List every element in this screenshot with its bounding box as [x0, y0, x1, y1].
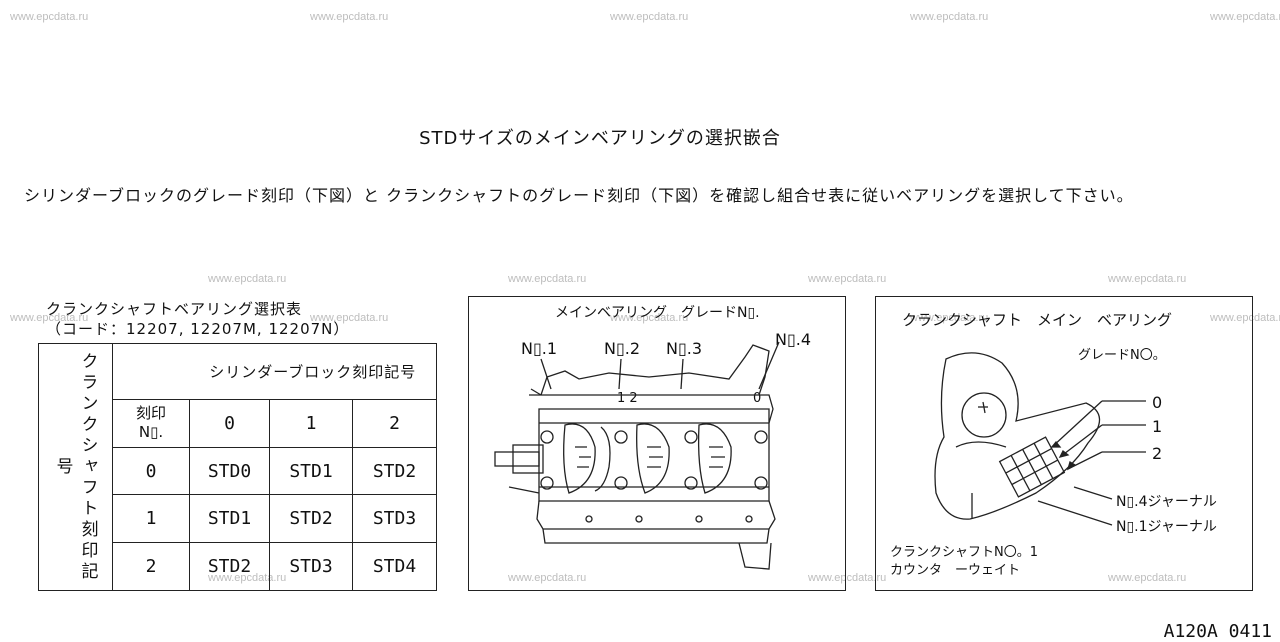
table-cell: STD3	[352, 494, 437, 544]
watermark: www.epcdata.ru	[610, 11, 689, 23]
crank-header: クランクシャフト刻印記号	[52, 351, 98, 583]
page-title: STDサイズのメインベアリングの選択嵌合	[419, 128, 781, 149]
column-header: 2	[352, 398, 437, 448]
watermark: www.epcdata.ru	[508, 572, 587, 584]
table-cell: STD2	[189, 542, 270, 591]
table-cell: STD4	[352, 542, 437, 591]
watermark: www.epcdata.ru	[208, 273, 287, 285]
watermark: www.epcdata.ru	[508, 273, 587, 285]
table-cell: STD1	[269, 446, 353, 496]
cylinder-block-drawing	[494, 341, 780, 570]
figure-code: A120A 0411	[1163, 621, 1272, 642]
watermark: www.epcdata.ru	[808, 273, 887, 285]
table-code-line: （コード：12207, 12207M, 12207N）	[46, 320, 350, 338]
table-row: 1 STD1 STD2 STD3	[39, 494, 437, 544]
bearing-selection-table: クランクシャフト刻印記号 シリンダーブロック刻印記号 刻印 N▯. 0 1 2 …	[38, 343, 437, 591]
journal-label-2: N▯.2	[604, 339, 641, 358]
watermark: www.epcdata.ru	[310, 11, 389, 23]
watermark: www.epcdata.ru	[910, 312, 989, 324]
watermark: www.epcdata.ru	[10, 11, 89, 23]
journal-label-4: N▯.4	[775, 330, 812, 349]
watermark: www.epcdata.ru	[1108, 273, 1187, 285]
watermark: www.epcdata.ru	[808, 572, 887, 584]
crankshaft-panel-title: クランクシャフト メイン ベアリング	[902, 311, 1173, 329]
table-row: 2 STD2 STD3 STD4	[39, 542, 437, 591]
journal-label-3: N▯.3	[666, 339, 703, 358]
watermark: www.epcdata.ru	[910, 11, 989, 23]
grade-1: 1	[1152, 417, 1163, 436]
grade-0: 0	[1152, 393, 1163, 412]
journal-label-1: N▯.1	[521, 339, 558, 358]
watermark: www.epcdata.ru	[10, 312, 89, 324]
table-cell: STD3	[269, 542, 353, 591]
block-panel: メインベアリング グレードN▯. N▯.1 N▯.2 N▯.3 N▯.4 1 2…	[468, 296, 846, 591]
corner-cell	[112, 343, 190, 400]
watermark: www.epcdata.ru	[1108, 572, 1187, 584]
row-mark: 2	[112, 542, 190, 591]
crankshaft-panel: クランクシャフト メイン ベアリング グレードN〇。 0 1 2 N▯.4ジャー…	[875, 296, 1253, 591]
instruction-text: シリンダーブロックのグレード刻印（下図）と クランクシャフトのグレード刻印（下図…	[24, 186, 1134, 205]
row-mark: 0	[112, 446, 190, 496]
table-cell: STD0	[189, 446, 270, 496]
table-cell: STD1	[189, 494, 270, 544]
counterweight-label-2: カウンタ ーウェイト	[890, 563, 1021, 578]
block-panel-title: メインベアリング グレードN▯.	[555, 305, 760, 321]
table-title: クランクシャフトベアリング選択表	[46, 300, 303, 318]
table-cell: STD2	[352, 446, 437, 496]
journal-4-label: N▯.4ジャーナル	[1116, 494, 1217, 510]
grade-label: グレードN〇。	[1078, 348, 1166, 363]
counterweight-label-1: クランクシャフトN〇。1	[890, 545, 1038, 560]
watermark: www.epcdata.ru	[610, 312, 689, 324]
crankshaft-drawing	[934, 352, 1146, 526]
row-mark: 1	[112, 494, 190, 544]
table-row: 0 STD0 STD1 STD2	[39, 446, 437, 496]
column-header: 1	[269, 398, 353, 448]
watermark: www.epcdata.ru	[310, 312, 389, 324]
table-cell: STD2	[269, 494, 353, 544]
crank-header-cell: クランクシャフト刻印記号	[38, 343, 113, 591]
watermark: www.epcdata.ru	[1210, 312, 1280, 324]
watermark: www.epcdata.ru	[1210, 11, 1280, 23]
block-header: シリンダーブロック刻印記号	[189, 343, 437, 400]
journal-1-label: N▯.1ジャーナル	[1116, 519, 1217, 535]
block-engraving-2: 0	[753, 391, 762, 406]
grade-2: 2	[1152, 444, 1163, 463]
column-header: 0	[189, 398, 270, 448]
mark-header: 刻印 N▯.	[112, 398, 190, 448]
